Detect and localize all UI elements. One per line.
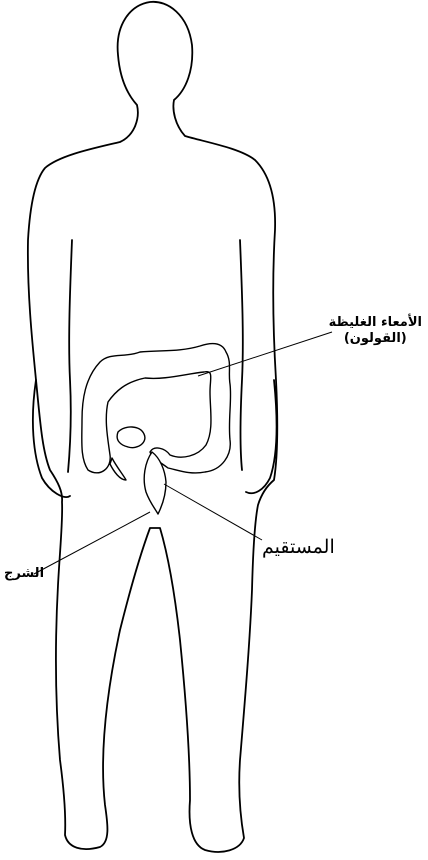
rectum-label: المستقيم: [262, 536, 335, 558]
anus-label: الشرج: [4, 566, 44, 582]
colon-label-line1: الأمعاء الغليظة: [329, 315, 422, 331]
anus-leader-line: [34, 512, 150, 574]
appendix: [110, 458, 126, 480]
colon-label: الأمعاء الغليظة (القولون): [329, 315, 422, 347]
right-hand-outline: [246, 380, 277, 493]
large-intestine: [82, 344, 231, 473]
left-arm-inner: [68, 240, 72, 472]
right-arm-inner: [240, 240, 243, 470]
small-intestine-loops: [117, 427, 145, 448]
colon-label-line2: (القولون): [329, 331, 422, 347]
